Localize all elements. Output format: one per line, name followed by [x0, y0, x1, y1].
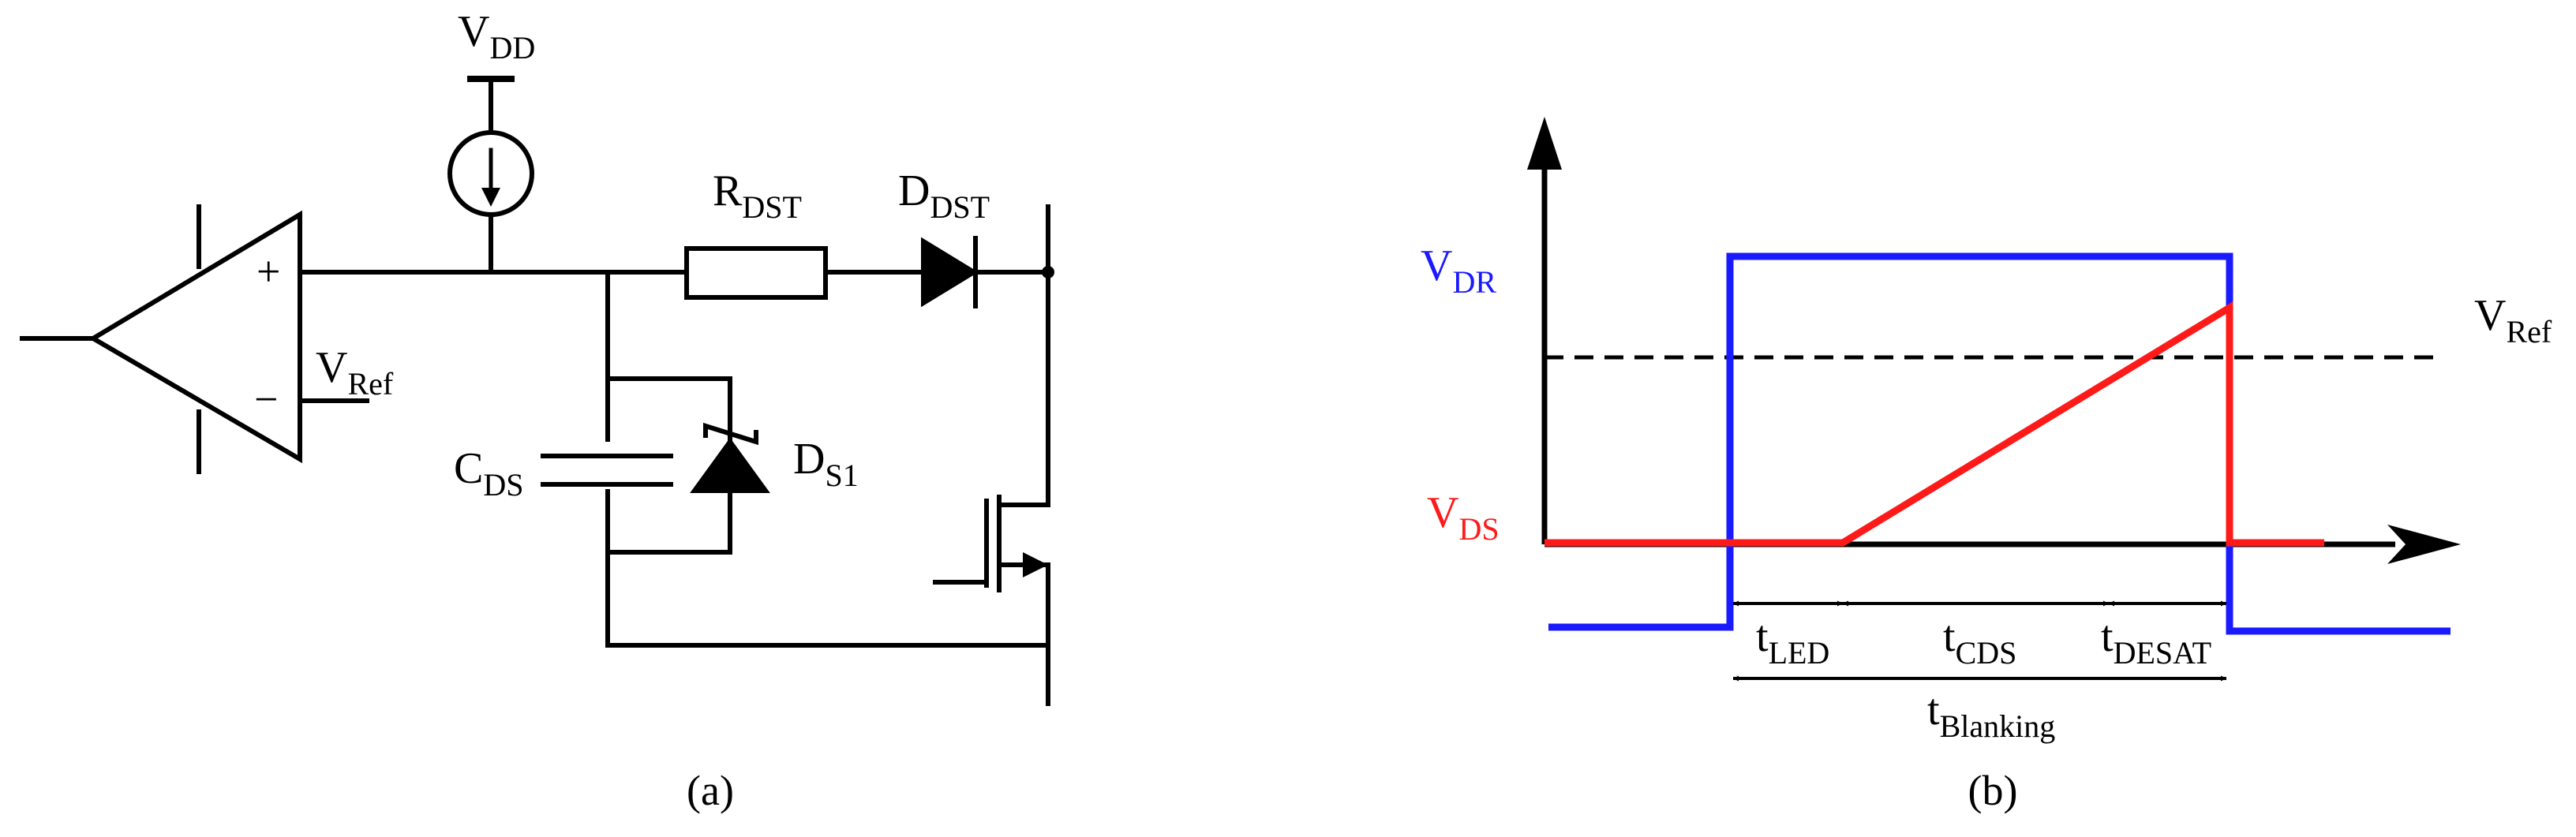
timing-dimensions	[1733, 600, 2226, 682]
caption-a: (a)	[687, 767, 734, 814]
caption-b: (b)	[1968, 767, 2018, 814]
comparator-minus-label: −	[254, 376, 278, 423]
tled-label: tLED	[1756, 612, 1829, 671]
vref-label-timing: VRef	[2474, 291, 2552, 349]
cds-label: CDS	[454, 444, 524, 503]
circuit-diagram	[20, 76, 1054, 706]
tcds-label: tCDS	[1943, 612, 2016, 671]
circuit-labels: + − VDD RDST DDST VRef CDS DS1 (a)	[254, 7, 990, 814]
vds-waveform	[1544, 301, 2324, 547]
current-source-symbol	[447, 76, 534, 275]
capacitor-cds-symbol	[541, 442, 673, 489]
tblanking-label: tBlanking	[1927, 686, 2055, 744]
timing-axes	[1527, 117, 2461, 564]
vdd-label: VDD	[458, 7, 535, 65]
tdesat-label: tDESAT	[2101, 612, 2211, 671]
comparator-plus-label: +	[256, 248, 280, 295]
diode-ddst-symbol	[921, 236, 1054, 308]
comparator-symbol	[20, 204, 369, 474]
vdr-waveform	[1548, 252, 2451, 635]
resistor-rdst-symbol	[684, 246, 926, 300]
vdr-label: VDR	[1421, 241, 1496, 300]
vref-label-circuit: VRef	[316, 343, 394, 402]
vds-label: VDS	[1427, 488, 1500, 547]
ddst-label: DDST	[898, 166, 990, 225]
rdst-label: RDST	[713, 166, 802, 225]
zener-ds1-symbol	[690, 376, 770, 555]
timing-diagram: VDR VDS VRef tLED tCDS tDESAT tBlanking …	[1421, 117, 2552, 814]
mosfet-symbol	[933, 495, 1050, 706]
ds1-label: DS1	[793, 435, 859, 493]
